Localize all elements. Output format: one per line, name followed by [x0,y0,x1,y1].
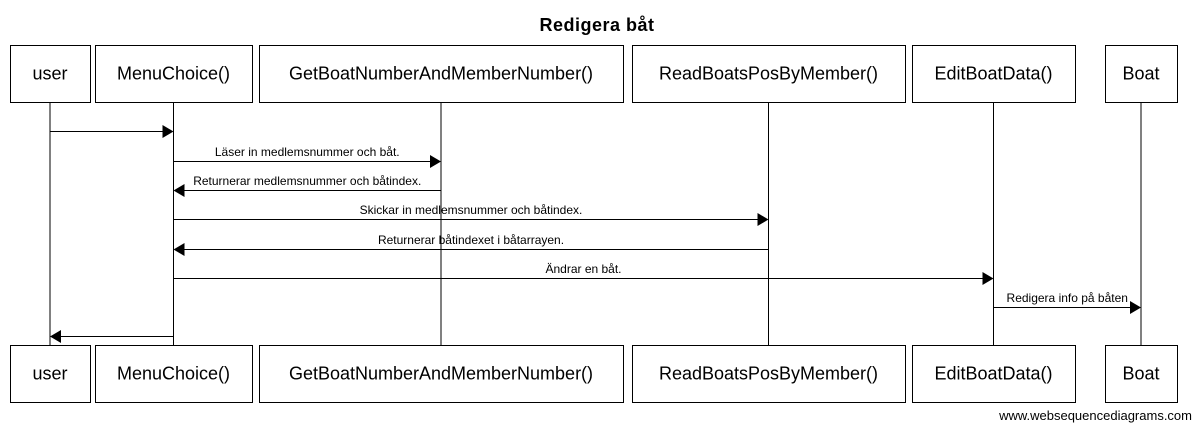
participant-boat-bottom: Boat [1105,345,1178,403]
message-label: Redigera info på båten [1007,291,1128,305]
participants: useruserMenuChoice()MenuChoice()GetBoatN… [10,45,1178,403]
participant-edit-top: EditBoatData() [912,45,1076,103]
participant-getnum-bottom: GetBoatNumberAndMemberNumber() [259,345,624,403]
participant-user-bottom: user [10,345,91,403]
arrowhead [982,272,994,285]
diagram-title: Redigera båt [539,15,654,35]
participant-menu-bottom: MenuChoice() [95,345,253,403]
participant-box [632,45,906,103]
message-5: Returnerar båtindexet i båtarrayen. [173,233,769,256]
participant-menu-top: MenuChoice() [95,45,253,103]
watermark: www.websequencediagrams.com [998,408,1192,423]
message-6: Ändrar en båt. [173,262,994,285]
message-3: Returnerar medlemsnummer och båtindex. [173,174,441,197]
lifelines [49,102,1142,345]
participant-box [95,345,253,403]
message-7: Redigera info på båten [993,291,1141,314]
participant-label: GetBoatNumberAndMemberNumber() [289,64,593,84]
message-label: Returnerar båtindexet i båtarrayen. [378,233,564,247]
participant-label: EditBoatData() [934,364,1052,384]
participant-edit-bottom: EditBoatData() [912,345,1076,403]
participant-readpos-bottom: ReadBoatsPosByMember() [632,345,906,403]
message-1 [50,125,174,138]
participant-label: ReadBoatsPosByMember() [659,364,878,384]
participant-box [1105,45,1178,103]
message-label: Läser in medlemsnummer och båt. [215,145,400,159]
participant-label: ReadBoatsPosByMember() [659,64,878,84]
messages: Läser in medlemsnummer och båt. Returnera… [50,125,1141,343]
participant-label: Boat [1122,64,1159,84]
participant-user-top: user [10,45,91,103]
participant-label: MenuChoice() [117,364,230,384]
participant-box [1105,345,1178,403]
message-2: Läser in medlemsnummer och båt. [173,145,441,168]
participant-label: Boat [1122,364,1159,384]
participant-boat-top: Boat [1105,45,1178,103]
participant-box [10,45,91,103]
participant-label: MenuChoice() [117,64,230,84]
arrowhead [430,155,441,168]
message-label: Skickar in medlemsnummer och båtindex. [360,203,583,217]
message-8 [50,330,174,343]
arrowhead [1130,301,1141,314]
participant-label: EditBoatData() [934,64,1052,84]
participant-label: user [32,364,67,384]
participant-box [259,345,624,403]
participant-box [10,345,91,403]
participant-label: user [32,64,67,84]
message-label: Returnerar medlemsnummer och båtindex. [193,174,421,188]
participant-box [912,45,1076,103]
participant-box [95,45,253,103]
arrowhead [757,213,769,226]
arrowhead [50,330,61,343]
participant-box [259,45,624,103]
participant-label: GetBoatNumberAndMemberNumber() [289,364,593,384]
arrowhead [173,243,185,256]
message-label: Ändrar en båt. [545,262,621,276]
message-4: Skickar in medlemsnummer och båtindex. [173,203,769,226]
participant-box [912,345,1076,403]
participant-readpos-top: ReadBoatsPosByMember() [632,45,906,103]
participant-box [632,345,906,403]
arrowhead [173,184,185,197]
arrowhead [162,125,174,138]
participant-getnum-top: GetBoatNumberAndMemberNumber() [259,45,624,103]
